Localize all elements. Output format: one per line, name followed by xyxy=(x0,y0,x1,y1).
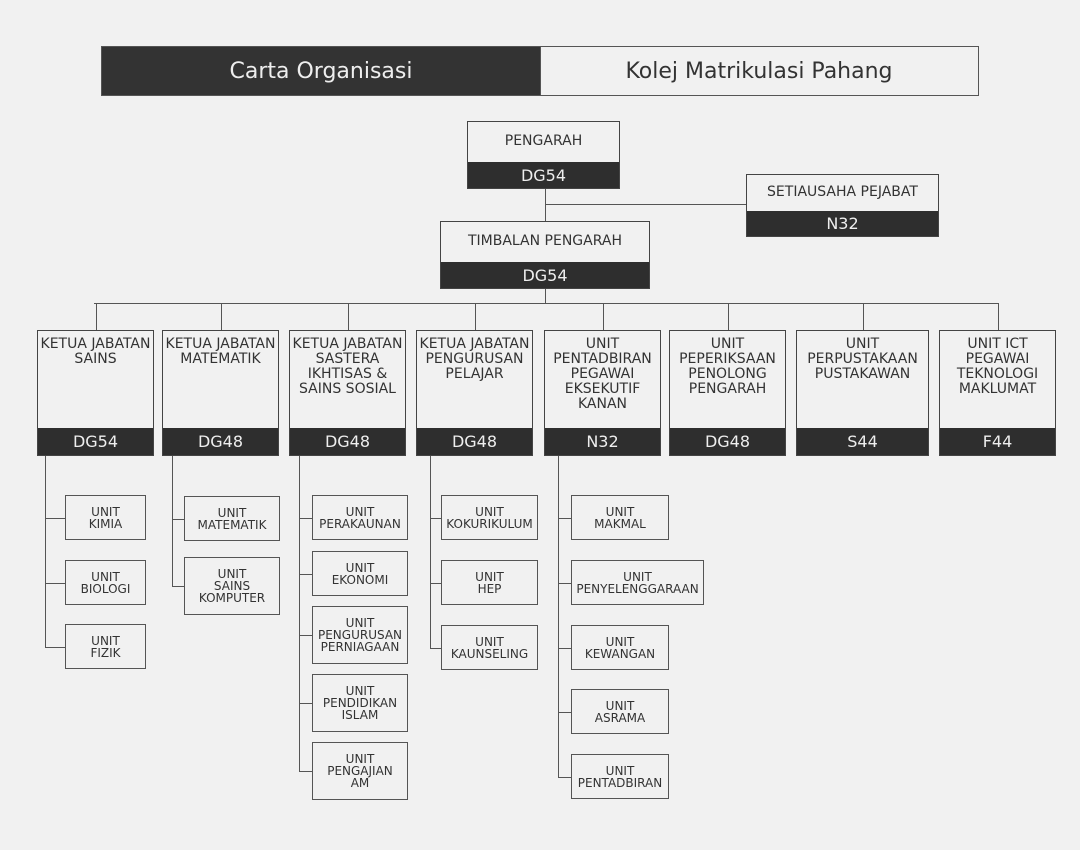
connector-line xyxy=(348,303,349,330)
director-box: PENGARAH DG54 xyxy=(467,121,620,189)
connector-line xyxy=(558,456,559,778)
unit-box: UNIT PENGURUSAN PERNIAGAAN xyxy=(312,606,408,664)
grade-label: DG54 xyxy=(468,162,619,188)
grade-label: DG48 xyxy=(290,428,405,455)
unit-box: UNIT KIMIA xyxy=(65,495,146,540)
connector-line xyxy=(299,518,312,519)
deputy-director-box: TIMBALAN PENGARAH DG54 xyxy=(440,221,650,289)
grade-label: DG48 xyxy=(417,428,532,455)
position-title: UNIT PERPUSTAKAAN PUSTAKAWAN xyxy=(807,336,918,382)
position-title: KETUA JABATAN SAINS xyxy=(40,336,151,367)
grade-label: DG54 xyxy=(441,262,649,288)
department-box: UNIT ICT PEGAWAI TEKNOLOGI MAKLUMAT F44 xyxy=(939,330,1056,456)
unit-box: UNIT PERAKAUNAN xyxy=(312,495,408,540)
chart-title: Carta Organisasi xyxy=(101,46,541,96)
unit-box: UNIT SAINS KOMPUTER xyxy=(184,557,280,615)
unit-box: UNIT PENGAJIAN AM xyxy=(312,742,408,800)
connector-line xyxy=(430,456,431,649)
connector-line xyxy=(299,635,312,636)
connector-line xyxy=(603,303,604,330)
connector-line xyxy=(45,583,65,584)
connector-line xyxy=(728,303,729,330)
connector-line xyxy=(94,303,998,304)
department-box: UNIT PENTADBIRAN PEGAWAI EKSEKUTIF KANAN… xyxy=(544,330,661,456)
connector-line xyxy=(558,648,571,649)
connector-line xyxy=(545,288,546,303)
department-box: UNIT PERPUSTAKAAN PUSTAKAWAN S44 xyxy=(796,330,929,456)
position-title: UNIT PENTADBIRAN PEGAWAI EKSEKUTIF KANAN xyxy=(553,336,652,412)
connector-line xyxy=(558,583,571,584)
position-title: KETUA JABATAN MATEMATIK xyxy=(165,336,276,367)
unit-box: UNIT MAKMAL xyxy=(571,495,669,540)
connector-line xyxy=(172,586,184,587)
department-box: KETUA JABATAN MATEMATIK DG48 xyxy=(162,330,279,456)
connector-line xyxy=(545,204,746,205)
unit-box: UNIT KAUNSELING xyxy=(441,625,538,670)
unit-box: UNIT ASRAMA xyxy=(571,689,669,734)
unit-box: UNIT FIZIK xyxy=(65,624,146,669)
department-box: UNIT PEPERIKSAAN PENOLONG PENGARAH DG48 xyxy=(669,330,786,456)
department-box: KETUA JABATAN SASTERA IKHTISAS & SAINS S… xyxy=(289,330,406,456)
grade-label: N32 xyxy=(545,428,660,455)
unit-box: UNIT BIOLOGI xyxy=(65,560,146,605)
grade-label: DG48 xyxy=(163,428,278,455)
unit-box: UNIT PENTADBIRAN xyxy=(571,754,669,799)
position-title: PENGARAH xyxy=(504,133,583,149)
unit-box: UNIT EKONOMI xyxy=(312,551,408,596)
connector-line xyxy=(430,583,441,584)
connector-line xyxy=(299,574,312,575)
connector-line xyxy=(45,647,65,648)
connector-line xyxy=(558,518,571,519)
unit-box: UNIT HEP xyxy=(441,560,538,605)
position-title: KETUA JABATAN SASTERA IKHTISAS & SAINS S… xyxy=(292,336,403,397)
position-title: KETUA JABATAN PENGURUSAN PELAJAR xyxy=(419,336,530,382)
unit-box: UNIT KOKURIKULUM xyxy=(441,495,538,540)
connector-line xyxy=(299,456,300,772)
unit-box: UNIT KEWANGAN xyxy=(571,625,669,670)
position-title: TIMBALAN PENGARAH xyxy=(467,233,622,249)
position-title: SETIAUSAHA PEJABAT xyxy=(767,184,918,200)
grade-label: S44 xyxy=(797,428,928,455)
organization-name: Kolej Matrikulasi Pahang xyxy=(540,46,979,96)
connector-line xyxy=(475,303,476,330)
department-box: KETUA JABATAN PENGURUSAN PELAJAR DG48 xyxy=(416,330,533,456)
connector-line xyxy=(430,518,441,519)
connector-line xyxy=(998,303,999,330)
unit-box: UNIT PENYELENGGARAAN xyxy=(571,560,704,605)
connector-line xyxy=(45,456,46,648)
unit-box: UNIT PENDIDIKAN ISLAM xyxy=(312,674,408,732)
connector-line xyxy=(172,519,184,520)
grade-label: DG48 xyxy=(670,428,785,455)
connector-line xyxy=(558,712,571,713)
grade-label: DG54 xyxy=(38,428,153,455)
connector-line xyxy=(558,777,571,778)
connector-line xyxy=(299,703,312,704)
grade-label: N32 xyxy=(747,211,938,236)
connector-line xyxy=(430,648,441,649)
grade-label: F44 xyxy=(940,428,1055,455)
department-box: KETUA JABATAN SAINS DG54 xyxy=(37,330,154,456)
connector-line xyxy=(172,456,173,587)
connector-line xyxy=(96,303,97,330)
connector-line xyxy=(221,303,222,330)
position-title: UNIT PEPERIKSAAN PENOLONG PENGARAH xyxy=(679,336,776,397)
connector-line xyxy=(45,518,65,519)
connector-line xyxy=(299,771,312,772)
connector-line xyxy=(863,303,864,330)
secretary-box: SETIAUSAHA PEJABAT N32 xyxy=(746,174,939,237)
position-title: UNIT ICT PEGAWAI TEKNOLOGI MAKLUMAT xyxy=(956,336,1039,397)
unit-box: UNIT MATEMATIK xyxy=(184,496,280,541)
